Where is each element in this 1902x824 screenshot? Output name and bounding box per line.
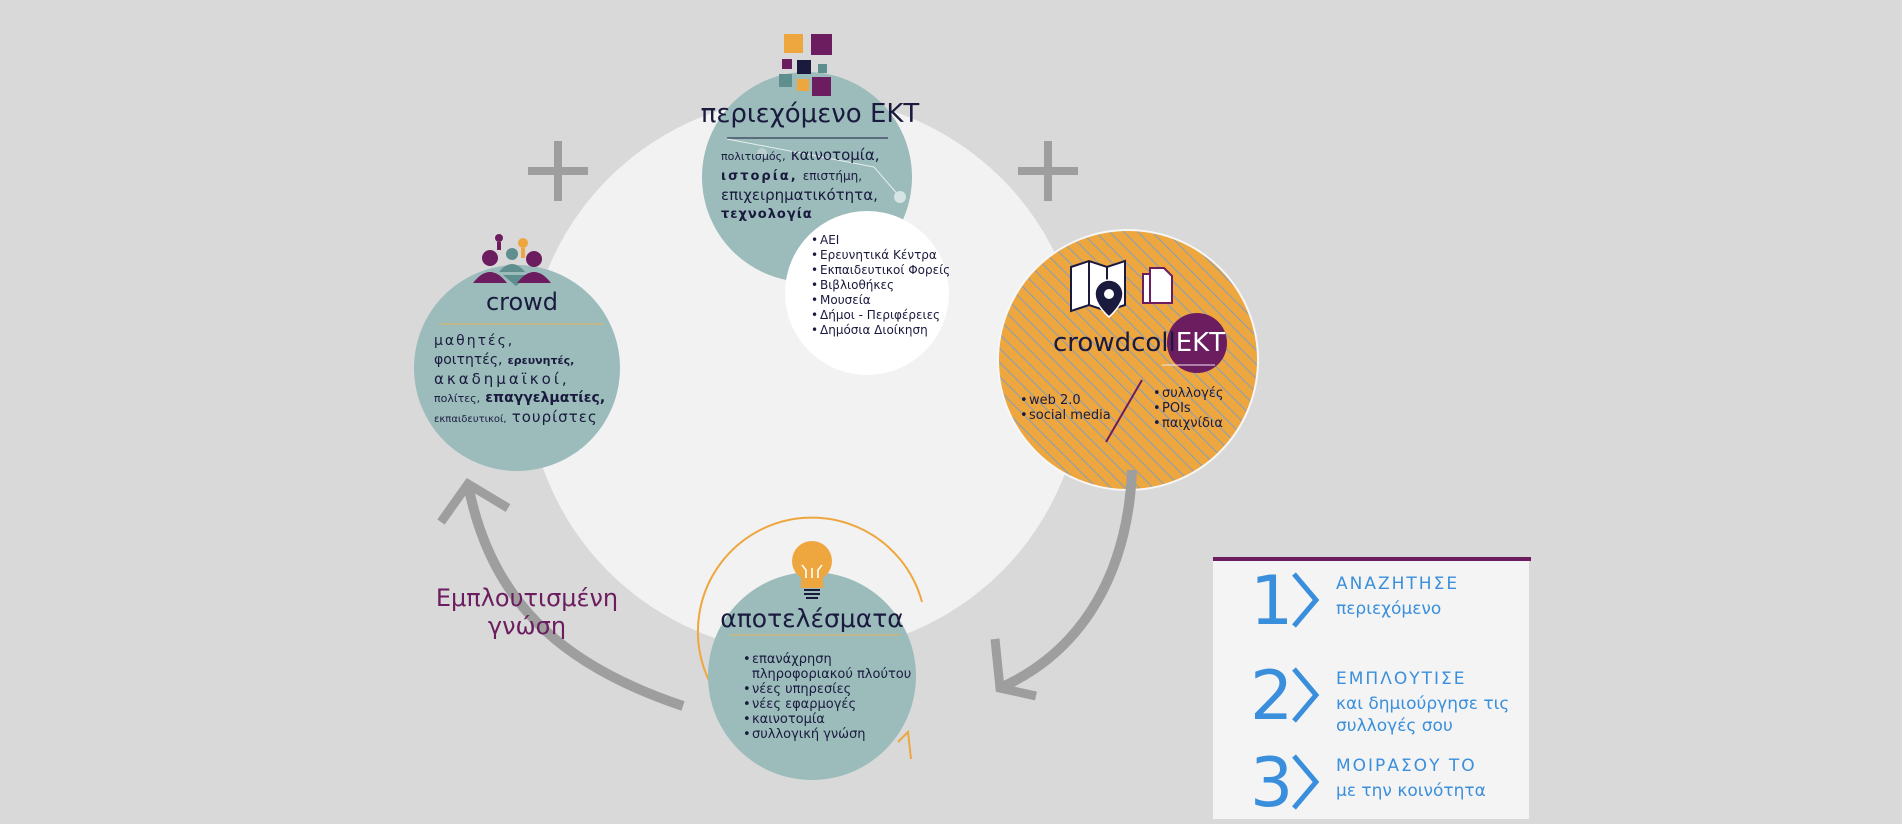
- result-item: νέες εφαρμογές: [743, 697, 918, 712]
- member-tourists: τουρίστες: [511, 408, 598, 426]
- chevron-right-icon: [1292, 572, 1320, 628]
- source-item: Ερευνητικά Κέντρα: [811, 248, 956, 263]
- map-pin-icon: [1070, 259, 1126, 318]
- step-number: 1: [1250, 562, 1294, 641]
- crowdcoll-title-badge: ΕΚΤ: [1175, 328, 1226, 358]
- crowdcoll-output-item: POIs: [1153, 401, 1243, 416]
- crowdcoll-output-item: παιχνίδια: [1153, 416, 1243, 431]
- source-item: Δημόσια Διοίκηση: [811, 323, 956, 338]
- step-title: ΜΟΙΡΑΣΟΥ ΤΟ: [1336, 756, 1477, 776]
- step-title: ΕΜΠΛΟΥΤΙΣΕ: [1336, 669, 1467, 689]
- results-list: επανάχρηση πληροφοριακού πλούτουνέες υπη…: [743, 652, 918, 742]
- step-subtitle: με την κοινότητα: [1336, 781, 1486, 801]
- arrow-to-results: [997, 469, 1137, 693]
- sources-list: ΑΕΙΕρευνητικά ΚέντραΕκπαιδευτικοί Φορείς…: [811, 233, 956, 338]
- member-students: φοιτητές,: [434, 352, 503, 368]
- crowdcoll-channel-item: web 2.0: [1020, 393, 1120, 408]
- member-academics: ακαδημαϊκοί,: [434, 370, 570, 388]
- step-1: 1 ΑΝΑΖΗΤΗΣΕ περιεχόμενο: [1250, 562, 1550, 642]
- crowd-circle: [414, 265, 620, 471]
- lightbulb-icon: [792, 541, 832, 599]
- plus-icon-right: [1018, 141, 1078, 201]
- documents-icon: [1142, 267, 1173, 304]
- chevron-right-icon: [1292, 754, 1320, 810]
- member-teachers: εκπαιδευτικοί,: [434, 414, 507, 425]
- result-item: επανάχρηση πληροφοριακού πλούτου: [743, 652, 918, 682]
- step-2: 2 ΕΜΠΛΟΥΤΙΣΕ και δημιούργησε τις συλλογές …: [1250, 657, 1550, 737]
- step-subtitle: και δημιούργησε τις συλλογές σου: [1336, 694, 1510, 736]
- source-item: Μουσεία: [811, 293, 956, 308]
- crowdcoll-title: crowdcollΕΚΤ: [1053, 327, 1225, 359]
- topic-history: ιστορία,: [721, 169, 798, 184]
- topic-culture: πολιτισμός,: [721, 150, 786, 163]
- member-citizens: πολίτες,: [434, 392, 481, 405]
- result-item: νέες υπηρεσίες: [743, 682, 918, 697]
- crowdcoll-channel-item: social media: [1020, 408, 1120, 423]
- content-title: περιεχόμενο ΕΚΤ: [700, 99, 920, 129]
- enriched-knowledge-label: Εμπλουτισμένη γνώση: [435, 584, 619, 640]
- results-title: αποτελέσματα: [720, 604, 904, 633]
- member-researchers: ερευνητές,: [507, 354, 575, 367]
- result-item: καινοτομία: [743, 712, 918, 727]
- member-professionals: επαγγελματίες,: [485, 390, 606, 406]
- source-item: ΑΕΙ: [811, 233, 956, 248]
- topic-innovation: καινοτομία,: [790, 146, 880, 164]
- source-item: Βιβλιοθήκες: [811, 278, 956, 293]
- member-pupils: μαθητές,: [434, 333, 515, 349]
- step-title: ΑΝΑΖΗΤΗΣΕ: [1336, 574, 1460, 594]
- step-subtitle: περιεχόμενο: [1336, 599, 1442, 619]
- source-item: Εκπαιδευτικοί Φορείς: [811, 263, 956, 278]
- crowdcoll-right-list: συλλογέςPOIsπαιχνίδια: [1153, 386, 1243, 431]
- ekt-badge: [1167, 313, 1227, 373]
- topic-technology: τεχνολογία: [721, 207, 813, 222]
- step-3: 3 ΜΟΙΡΑΣΟΥ ΤΟ με την κοινότητα: [1250, 744, 1550, 824]
- chevron-right-icon: [1292, 667, 1320, 723]
- crowdcoll-title-main: crowdcoll: [1053, 328, 1176, 358]
- topic-science: επιστήμη,: [802, 169, 863, 183]
- crowdcoll-output-item: συλλογές: [1153, 386, 1243, 401]
- ekt-logo-icon: [779, 34, 832, 96]
- steps-panel: [1213, 557, 1529, 819]
- crowdcoll-left-list: web 2.0social media: [1020, 393, 1120, 423]
- step-number: 2: [1250, 657, 1294, 736]
- people-icon: [473, 234, 551, 286]
- crowd-members: μαθητές, φοιτητές, ερευνητές, ακαδημαϊκο…: [434, 331, 614, 429]
- result-item: συλλογική γνώση: [743, 727, 918, 742]
- plus-icon-left: [528, 141, 588, 201]
- topic-entrepreneurship: επιχειρηματικότητα,: [721, 186, 878, 204]
- source-item: Δήμοι - Περιφέρειες: [811, 308, 956, 323]
- arrow-to-crowd: [463, 483, 685, 711]
- crowd-title: crowd: [485, 288, 559, 316]
- content-topics: πολιτισμός, καινοτομία, ιστορία, επιστήμ…: [721, 146, 901, 224]
- step-number: 3: [1250, 744, 1294, 823]
